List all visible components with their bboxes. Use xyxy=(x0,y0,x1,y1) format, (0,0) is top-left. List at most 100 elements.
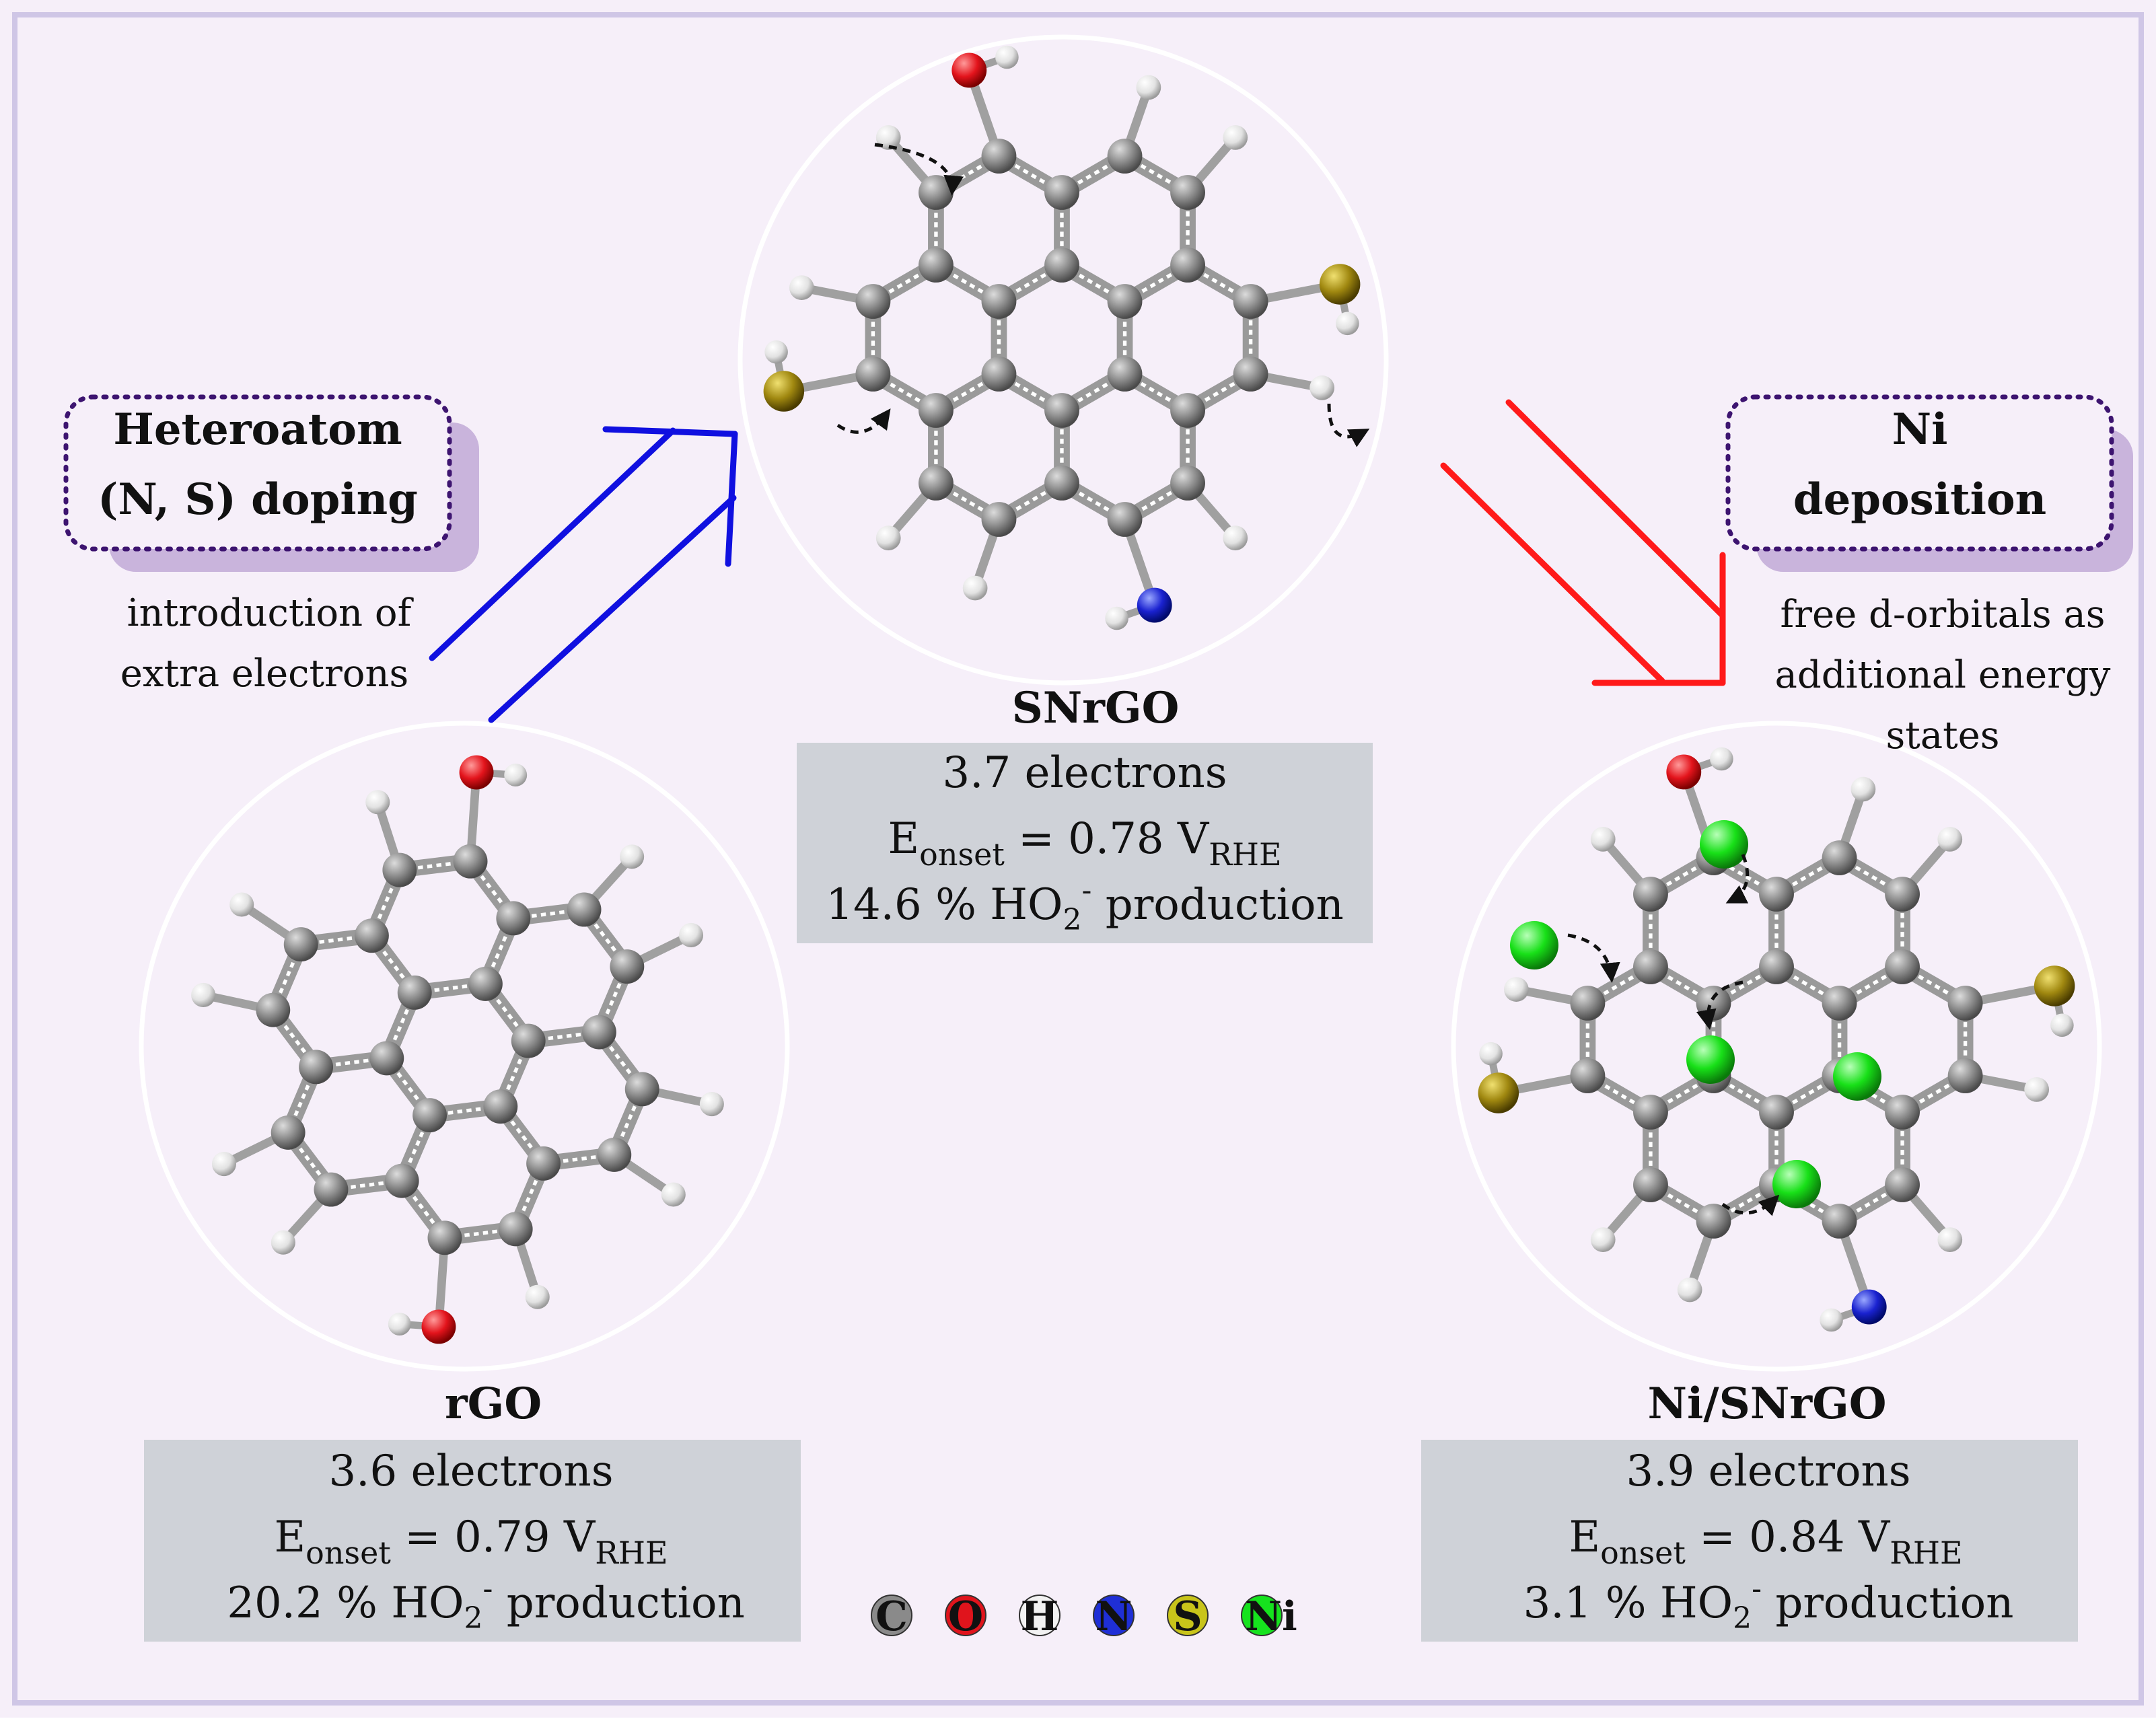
rgo-molecule xyxy=(139,721,790,1372)
ni-note-line3: states xyxy=(1885,714,1999,758)
ni-snrgo-onset-unit: RHE xyxy=(1890,1535,1962,1571)
rgo-ho2-sub: 2 xyxy=(464,1601,483,1636)
snrgo-hydrogen-atom xyxy=(789,275,814,300)
snrgo-ho2: 14.6 % HO2- production xyxy=(826,873,1344,937)
ni-snrgo-carbon-atom xyxy=(1633,1167,1668,1202)
legend-label-ni: Ni xyxy=(1245,1593,1297,1640)
snrgo-carbon-atom xyxy=(1170,175,1205,210)
snrgo-carbon-atom xyxy=(1170,466,1205,501)
ni-snrgo-hydrogen-atom xyxy=(1937,1227,1963,1253)
ni-snrgo-hydrogen-atom xyxy=(1710,747,1733,771)
rgo-carbon-atom xyxy=(382,852,417,887)
snrgo-carbon-atom xyxy=(1107,139,1143,174)
ni-snrgo-hydrogen-atom xyxy=(1590,826,1616,852)
rgo-hydrogen-atom xyxy=(679,922,704,947)
doping-note-line2: extra electrons xyxy=(120,652,409,696)
rgo-ho2: 20.2 % HO2- production xyxy=(227,1572,745,1636)
ni-snrgo-carbon-atom xyxy=(1822,1204,1857,1239)
rgo-carbon-atom xyxy=(624,1072,659,1107)
ni-snrgo-carbon-atom xyxy=(1947,986,1983,1021)
snrgo-carbon-atom xyxy=(855,357,891,392)
snrgo-carbon-atom xyxy=(1044,393,1079,428)
ni-snrgo-hydrogen-atom xyxy=(2024,1077,2050,1102)
snrgo-hydrogen-atom xyxy=(1136,75,1161,100)
rgo-carbon-atom xyxy=(498,1212,533,1247)
rgo-name: rGO xyxy=(445,1379,542,1429)
rgo-carbon-atom xyxy=(567,892,602,927)
rgo-carbon-atom xyxy=(314,1172,349,1207)
snrgo-hydrogen-atom xyxy=(764,340,788,364)
rgo-carbon-atom xyxy=(256,992,291,1027)
legend-label-h: H xyxy=(1021,1593,1059,1640)
ni-snrgo-onset-sub: onset xyxy=(1600,1535,1686,1571)
doping-label-box: Heteroatom (N, S) doping xyxy=(63,394,479,572)
snrgo-ho2-value: 14.6 % HO xyxy=(826,880,1063,930)
legend-label-c: C xyxy=(875,1593,908,1640)
charge-transfer-arrow xyxy=(1567,933,1620,983)
nickel-atom xyxy=(1510,921,1558,969)
ni-snrgo-carbon-atom xyxy=(1570,986,1606,1021)
ni-snrgo-carbon-atom xyxy=(1822,986,1857,1021)
rgo-carbon-atom xyxy=(354,918,389,953)
rgo-carbon-atom xyxy=(526,1146,561,1181)
rgo-onset: Eonset = 0.79 VRHE xyxy=(274,1512,668,1571)
ni-snrgo-carbon-atom xyxy=(1696,986,1731,1021)
legend-swatch-s xyxy=(1167,1595,1209,1636)
rgo-carbon-atom xyxy=(496,901,531,936)
snrgo-carbon-atom xyxy=(919,248,954,283)
rgo-carbon-atom xyxy=(581,1015,616,1050)
rgo-hydrogen-atom xyxy=(211,1152,236,1177)
rgo-hydrogen-atom xyxy=(661,1182,686,1207)
snrgo-ho2-sub: 2 xyxy=(1063,903,1082,937)
ni-snrgo-carbon-atom xyxy=(1759,1095,1794,1130)
ni-snrgo-carbon-atom xyxy=(1570,1058,1606,1093)
snrgo-carbon-atom xyxy=(1044,466,1079,501)
snrgo-onset-value: = 0.78 V xyxy=(1005,814,1210,864)
legend-swatch-n xyxy=(1093,1595,1135,1636)
snrgo-carbon-atom xyxy=(981,502,1017,537)
legend-swatch-ni xyxy=(1241,1595,1283,1636)
ni-snrgo-ho2-value: 3.1 % HO xyxy=(1523,1578,1733,1628)
rgo-carbon-atom xyxy=(271,1115,306,1150)
ni-snrgo-carbon-atom xyxy=(1885,1095,1920,1130)
ni-snrgo-info-box: 3.9 electrons Eonset = 0.84 VRHE 3.1 % H… xyxy=(1421,1440,2078,1642)
ni-snrgo-ho2-tail: production xyxy=(1762,1578,2013,1628)
snrgo-carbon-atom xyxy=(1170,393,1205,428)
outer-frame xyxy=(12,12,2144,1706)
ni-snrgo-sulfur-atom xyxy=(1478,1072,1519,1113)
snrgo-carbon-atom xyxy=(1107,284,1143,319)
doping-note-line1: introduction of xyxy=(127,591,415,635)
rgo-carbon-atom xyxy=(397,975,432,1010)
ni-snrgo-onset: Eonset = 0.84 VRHE xyxy=(1569,1512,1962,1571)
snrgo-carbon-atom xyxy=(981,357,1017,392)
ni-snrgo-hydrogen-atom xyxy=(1503,977,1529,1002)
rgo-carbon-atom xyxy=(412,1098,447,1133)
snrgo-onset-symbol: E xyxy=(888,814,919,864)
snrgo-onset-sub: onset xyxy=(919,836,1005,873)
rgo-hydrogen-atom xyxy=(229,892,254,917)
ni-snrgo-carbon-atom xyxy=(1633,1095,1668,1130)
snrgo-carbon-atom xyxy=(1107,357,1143,392)
rgo-carbon-atom xyxy=(299,1050,334,1085)
ni-snrgo-hydrogen-atom xyxy=(1850,776,1876,802)
snrgo-oxygen-atom xyxy=(951,52,987,88)
rgo-carbon-atom xyxy=(369,1041,404,1076)
rgo-ho2-value: 20.2 % HO xyxy=(227,1578,464,1628)
charge-transfer-arrow xyxy=(836,408,891,434)
snrgo-carbon-atom xyxy=(1044,175,1079,210)
ni-snrgo-carbon-atom xyxy=(1885,1167,1920,1202)
snrgo-ho2-tail: production xyxy=(1091,880,1343,930)
rgo-carbon-atom xyxy=(610,949,645,984)
snrgo-carbon-atom xyxy=(1044,248,1079,283)
nickel-atom xyxy=(1700,820,1748,869)
snrgo-carbon-atom xyxy=(1233,357,1268,392)
rgo-ho2-tail: production xyxy=(493,1578,744,1628)
ni-snrgo-carbon-atom xyxy=(1885,949,1920,984)
snrgo-carbon-atom xyxy=(1233,284,1268,319)
rgo-hydrogen-atom xyxy=(620,844,645,869)
doping-label-line2: (N, S) doping xyxy=(98,474,418,525)
rgo-hydrogen-atom xyxy=(504,764,528,786)
ni-snrgo-molecule xyxy=(1451,721,2102,1372)
legend-swatch-o xyxy=(945,1595,986,1636)
snrgo-hydrogen-atom xyxy=(1223,124,1248,150)
